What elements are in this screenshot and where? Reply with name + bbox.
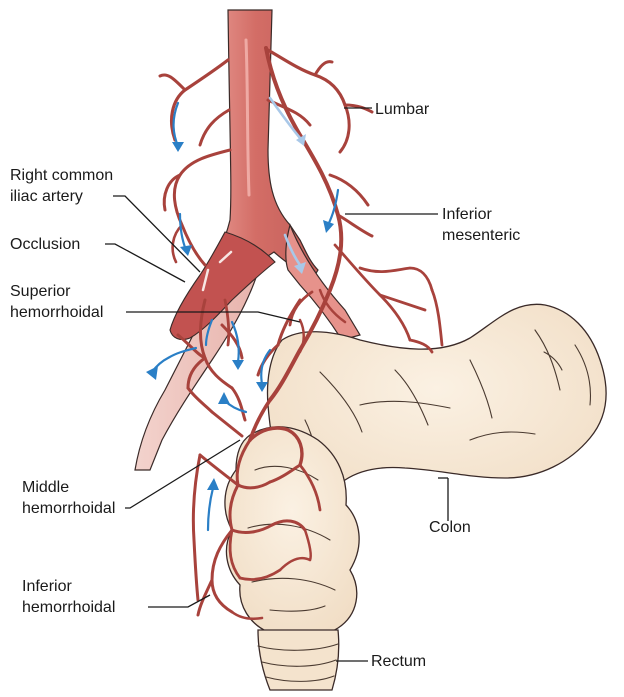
label-inferior-hemorrhoidal-line1: Inferior [22, 578, 72, 595]
label-inferior-mesenteric-line2: mesenteric [442, 227, 520, 244]
label-colon: Colon [429, 519, 471, 536]
flow-arrow [208, 488, 213, 530]
label-inferior-hemorrhoidal-line2: hemorrhoidal [22, 599, 115, 616]
label-middle-hemorrhoidal-line1: Middle [22, 479, 69, 496]
label-right-common-iliac-line2: iliac artery [10, 188, 83, 205]
lumbar-arteries-left [160, 60, 230, 265]
label-occlusion: Occlusion [10, 236, 80, 253]
left-common-iliac-artery [286, 225, 360, 340]
label-superior-hemorrhoidal-line1: Superior [10, 283, 71, 300]
label-middle-hemorrhoidal-line2: hemorrhoidal [22, 500, 115, 517]
label-superior-hemorrhoidal-line2: hemorrhoidal [10, 304, 103, 321]
label-lumbar: Lumbar [375, 101, 430, 118]
label-inferior-mesenteric-line1: Inferior [442, 206, 492, 223]
label-rectum: Rectum [371, 653, 426, 670]
label-right-common-iliac-line1: Right common [10, 167, 113, 184]
rectum [258, 630, 339, 690]
